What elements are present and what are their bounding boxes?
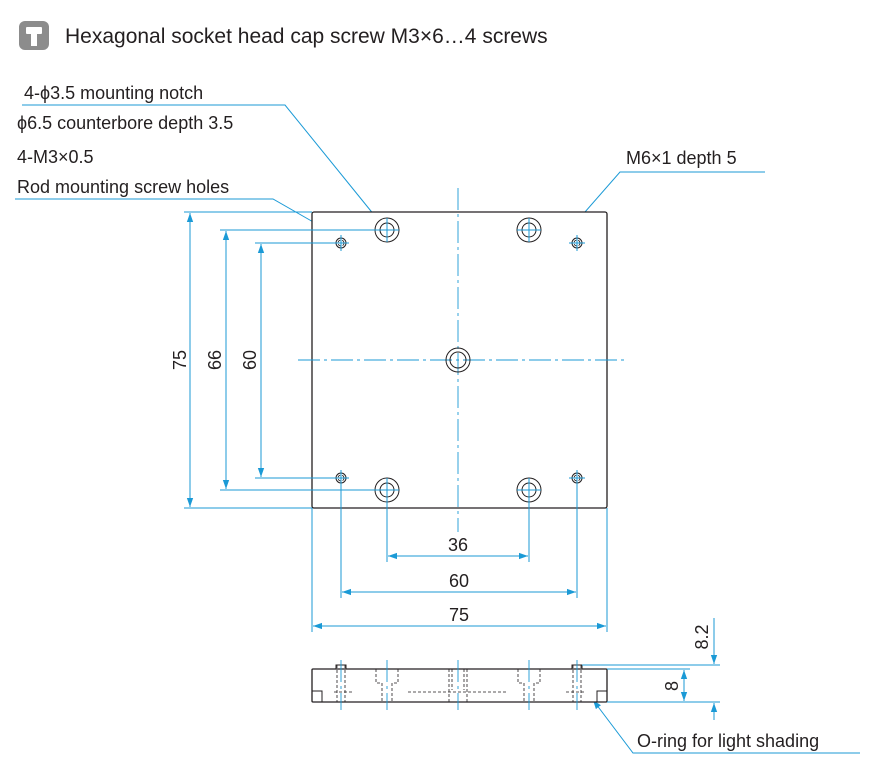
dim-side-total: 8.2: [692, 624, 712, 649]
dim-width-outer: 75: [449, 605, 469, 625]
plate-side-view: [311, 660, 608, 710]
counterbore-hole: [516, 477, 542, 503]
dim-height-outer: 75: [170, 350, 190, 370]
horizontal-dimensions: [311, 483, 608, 632]
side-dimensions: [582, 618, 720, 720]
counterbore-label: ϕ6.5 counterbore depth 3.5: [17, 113, 233, 133]
dim-height-screw: 66: [205, 350, 225, 370]
dim-side-plate: 8: [662, 681, 682, 691]
dim-height-notch: 60: [240, 350, 260, 370]
dim-width-notch: 36: [448, 535, 468, 555]
mounting-notch-label: 4-ϕ3.5 mounting notch: [24, 83, 203, 103]
center-thread-hole: [445, 347, 471, 373]
rod-screw-holes-label: Rod mounting screw holes: [17, 177, 229, 197]
rod-screw-thread-label: 4-M3×0.5: [17, 147, 94, 167]
counterbore-hole: [516, 217, 542, 243]
rod-screw-hole: [569, 235, 585, 251]
dim-width-screw: 60: [449, 571, 469, 591]
vertical-dimensions: [184, 211, 383, 509]
oring-label: O-ring for light shading: [637, 731, 819, 751]
page-title: Hexagonal socket head cap screw M3×6…4 s…: [65, 25, 548, 48]
center-thread-label: M6×1 depth 5: [626, 148, 737, 168]
screw-icon: [19, 21, 49, 50]
